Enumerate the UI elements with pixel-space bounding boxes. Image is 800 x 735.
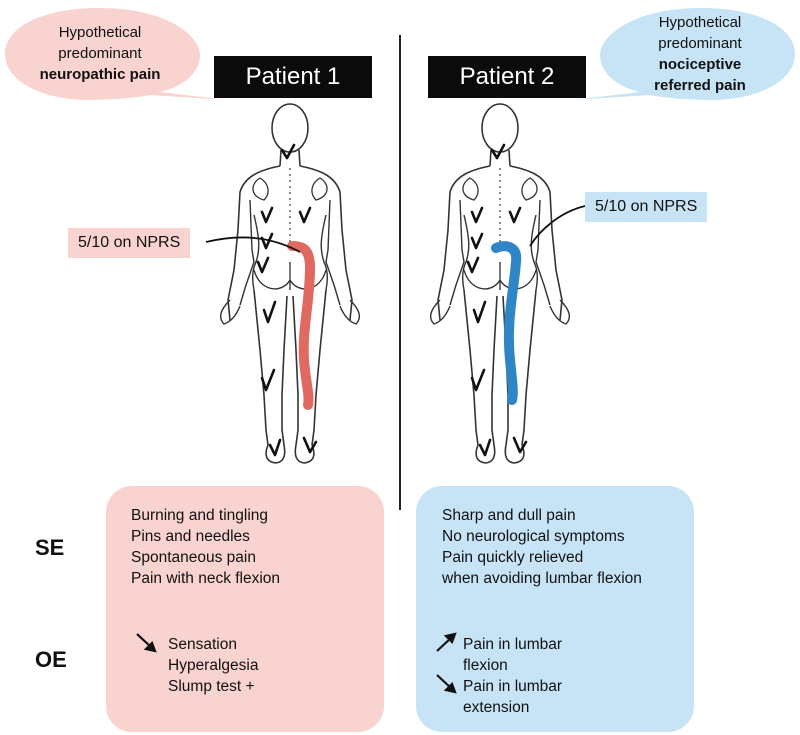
patient2-oe-item: Pain in lumbar [463, 678, 563, 695]
patient1-se-item: Burning and tingling [131, 507, 269, 524]
patient2-npr-label: 5/10 on NPRS [585, 192, 708, 222]
patient1-se-list: Burning and tingling Pins and needles Sp… [131, 505, 280, 589]
patient1-se-item: Spontaneous pain [131, 549, 256, 566]
bubble-left-shape [5, 8, 228, 100]
patient2-se-item: when avoiding lumbar flexion [442, 570, 642, 587]
patient2-oe-item: flexion [463, 657, 508, 674]
patient1-se-item: Pain with neck flexion [131, 570, 281, 587]
patient2-se-item: Sharp and dull pain [442, 507, 576, 524]
patient2-pain-line [491, 241, 522, 405]
oe-label: OE [35, 647, 67, 672]
patient2-oe-item: Pain in lumbar [463, 636, 563, 653]
bubble-left-line3: neuropathic pain [39, 66, 161, 83]
bubble-right-shape [572, 8, 795, 100]
patient1-se-item: Pins and needles [131, 528, 250, 545]
patient2-se-item: No neurological symptoms [442, 528, 625, 545]
patient2-se-list: Sharp and dull pain No neurological symp… [442, 505, 642, 589]
patient1-title: Patient 1 [214, 56, 372, 98]
patient1-npr-pointer [205, 236, 301, 253]
patient2-npr-pointer [529, 205, 586, 247]
bubble-right-line2: predominant [658, 35, 742, 52]
bubble-right: Hypothetical predominant nociceptive ref… [612, 12, 788, 96]
bubble-left-line1: Hypothetical [58, 24, 142, 41]
patient2-oe-list: Pain in lumbar flexion Pain in lumbar ex… [463, 634, 562, 718]
bubble-left-line2: predominant [58, 45, 142, 62]
patient1-oe-list: Sensation Hyperalgesia Slump test + [168, 634, 258, 697]
patient1-npr-label: 5/10 on NPRS [68, 228, 191, 258]
patient2-panel [416, 486, 694, 732]
center-divider [399, 35, 401, 510]
patient1-oe-item: Hyperalgesia [168, 657, 259, 674]
patient2-se-item: Pain quickly relieved [442, 549, 584, 566]
patient1-pain-line [287, 241, 316, 410]
bubble-left: Hypothetical predominant neuropathic pai… [10, 22, 190, 85]
patient2-oe-item: extension [463, 699, 530, 716]
patient1-panel [106, 486, 384, 732]
arrow-down-right-icon [136, 633, 157, 653]
bubble-right-line4: referred pain [654, 77, 746, 94]
se-label: SE [35, 535, 65, 560]
bubble-right-line1: Hypothetical [658, 14, 742, 31]
bubble-right-line3: nociceptive [658, 56, 742, 73]
patient2-title: Patient 2 [428, 56, 586, 98]
arrow-down-right-icon [436, 674, 457, 694]
patient1-oe-item: Sensation [168, 636, 237, 653]
arrow-up-right-icon [436, 632, 457, 652]
patient1-oe-item: Slump test + [168, 678, 255, 695]
